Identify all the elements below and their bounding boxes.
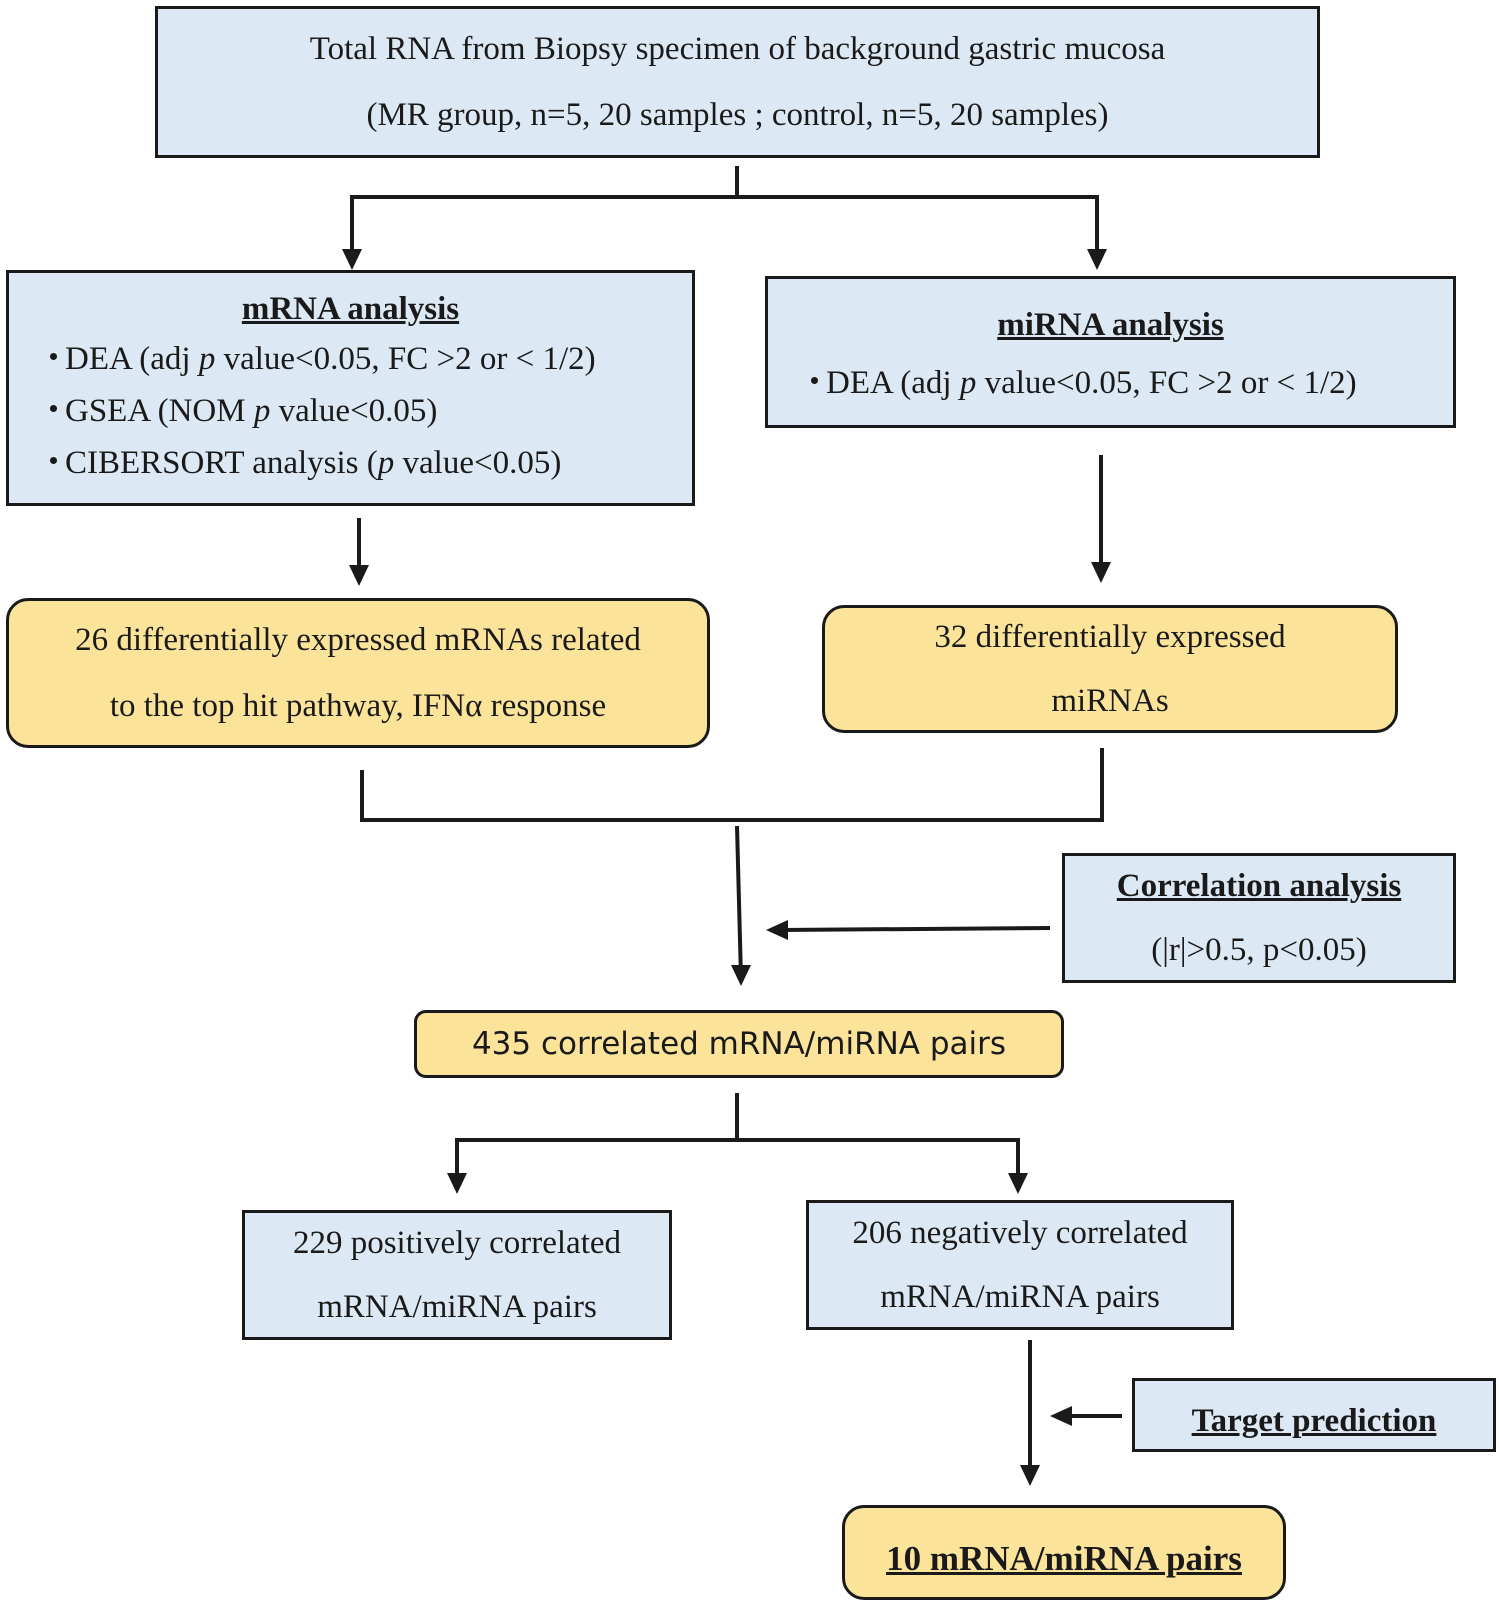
target-prediction-box: Target prediction [1132, 1378, 1496, 1452]
bullet-item: ・DEA (adj p value<0.05, FC >2 or < 1/2) [37, 333, 692, 385]
item-text: value<0.05, FC >2 or < 1/2) [976, 365, 1357, 401]
positive-correlated-box: 229 positively correlated mRNA/miRNA pai… [242, 1210, 672, 1340]
bullet-mark: ・ [798, 365, 831, 401]
bullet-item: ・CIBERSORT analysis (p value<0.05) [37, 437, 692, 489]
mirna-result-line-2: miRNAs [1051, 683, 1169, 719]
mrna-result-box: 26 differentially expressed mRNAs relate… [6, 598, 710, 748]
arrowhead-mirna-result [1091, 562, 1111, 583]
bullet-item: ・GSEA (NOM p value<0.05) [37, 385, 692, 437]
mirna-analysis-heading: miRNA analysis [997, 307, 1224, 343]
bullet-mark: ・ [37, 341, 70, 377]
final-pairs-box: 10 mRNA/miRNA pairs [842, 1505, 1286, 1600]
positive-line-2: mRNA/miRNA pairs [317, 1289, 597, 1325]
split-bar-bottom [455, 1138, 1020, 1185]
negative-correlated-box: 206 negatively correlated mRNA/miRNA pai… [806, 1200, 1234, 1330]
positive-line-1: 229 positively correlated [292, 1225, 622, 1261]
arrow-merge-to-pairs [735, 825, 743, 979]
mrna-analysis-box: mRNA analysis ・DEA (adj p value<0.05, FC… [6, 270, 695, 506]
arrow-correlation [779, 926, 1051, 932]
negative-line-2: mRNA/miRNA pairs [880, 1279, 1160, 1315]
mirna-analysis-list: ・DEA (adj p value<0.05, FC >2 or < 1/2) [768, 357, 1453, 409]
negative-line-1: 206 negatively correlated [852, 1215, 1188, 1251]
mirna-result-box: 32 differentially expressed miRNAs [822, 605, 1398, 733]
item-text: GSEA (NOM [65, 393, 254, 429]
target-prediction-heading: Target prediction [1191, 1402, 1437, 1439]
correlated-pairs-text: 435 correlated mRNA/miRNA pairs [471, 1026, 1007, 1062]
source-line-2: (MR group, n=5, 20 samples ; control, n=… [366, 97, 1109, 133]
item-text: DEA (adj [65, 341, 199, 377]
arrowhead-left-top [342, 249, 362, 270]
correlation-criteria: (|r|>0.5, p<0.05) [1151, 932, 1367, 968]
arrowhead-right-top [1087, 249, 1107, 270]
item-text: value<0.05) [270, 393, 438, 429]
item-text: value<0.05, FC >2 or < 1/2) [215, 341, 596, 377]
correlation-heading: Correlation analysis [1116, 868, 1402, 904]
mirna-analysis-box: miRNA analysis ・DEA (adj p value<0.05, F… [765, 276, 1456, 428]
item-text: CIBERSORT analysis ( [65, 445, 378, 481]
arrowhead-left-bottom [447, 1173, 467, 1194]
source-box: Total RNA from Biopsy specimen of backgr… [155, 6, 1320, 158]
item-text: value<0.05) [394, 445, 562, 481]
mrna-analysis-heading: mRNA analysis [241, 291, 460, 327]
correlation-box: Correlation analysis (|r|>0.5, p<0.05) [1062, 853, 1456, 983]
arrowhead-pairs [731, 965, 751, 986]
merge-bar [360, 748, 1104, 822]
arrowhead-final [1020, 1465, 1040, 1486]
arrowhead-correlation [766, 920, 788, 940]
mrna-analysis-list: ・DEA (adj p value<0.05, FC >2 or < 1/2)・… [9, 333, 692, 489]
item-italic: p [253, 393, 271, 429]
bullet-item: ・DEA (adj p value<0.05, FC >2 or < 1/2) [798, 357, 1453, 409]
final-pairs-text: 10 mRNA/miRNA pairs [886, 1538, 1242, 1578]
bullet-mark: ・ [37, 445, 70, 481]
source-line-1: Total RNA from Biopsy specimen of backgr… [309, 31, 1166, 67]
item-italic: p [959, 365, 977, 401]
split-bar-top [350, 195, 1099, 262]
arrowhead-right-bottom [1008, 1173, 1028, 1194]
item-italic: p [198, 341, 216, 377]
arrowhead-mrna-result [349, 565, 369, 586]
arrowhead-target [1050, 1406, 1072, 1426]
mrna-result-line-2: to the top hit pathway, IFNα response [109, 688, 607, 724]
mrna-result-line-1: 26 differentially expressed mRNAs relate… [75, 622, 641, 658]
item-text: DEA (adj [826, 365, 960, 401]
item-italic: p [377, 445, 395, 481]
bullet-mark: ・ [37, 393, 70, 429]
correlated-pairs-box: 435 correlated mRNA/miRNA pairs [414, 1010, 1064, 1078]
mirna-result-line-1: 32 differentially expressed [934, 619, 1286, 655]
